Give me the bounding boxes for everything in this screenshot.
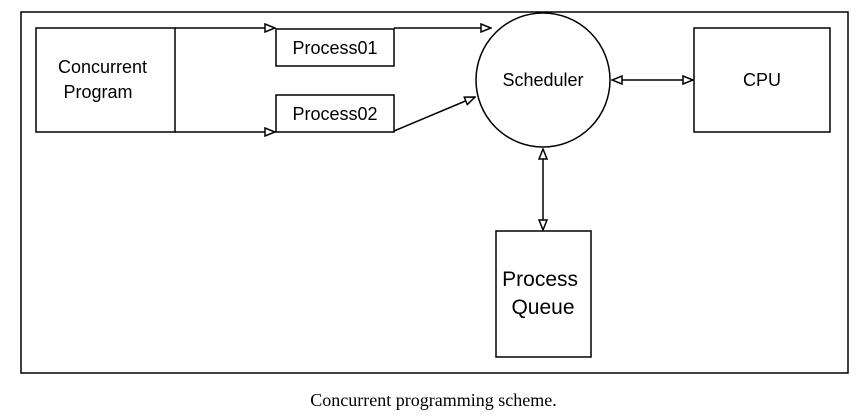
process02-label: Process02 [292, 104, 377, 124]
node-scheduler: Scheduler [475, 12, 611, 148]
node-concurrent-program: Concurrent Program [35, 27, 176, 133]
node-cpu: CPU [693, 27, 831, 133]
process01-label: Process01 [292, 38, 377, 58]
cpu-label: CPU [743, 70, 781, 90]
concurrent-program-line-2: Program [63, 82, 132, 102]
svg-text:Process Queue: Process Queue [502, 268, 584, 319]
process-queue-line-2: Queue [511, 296, 574, 319]
node-process-queue: Process Queue [495, 230, 592, 358]
figure-caption: Concurrent programming scheme. [310, 390, 557, 410]
node-process01: Process01 [275, 28, 395, 67]
concurrent-program-line-1: Concurrent [58, 57, 147, 77]
process-queue-line-1: Process [502, 268, 578, 291]
scheduler-label: Scheduler [502, 70, 583, 90]
svg-text:Concurrent Program: Concurrent Program [58, 57, 152, 102]
node-process02: Process02 [275, 94, 395, 133]
diagram-frame [20, 11, 849, 374]
edge-process02-to-scheduler [393, 97, 475, 132]
